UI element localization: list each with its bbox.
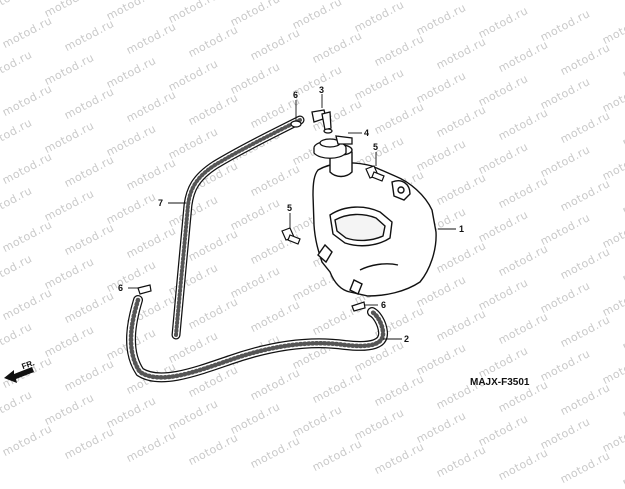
arrow-left-icon xyxy=(4,367,34,383)
clip-left-drawing xyxy=(137,284,152,295)
diagram-artwork: 1 2 3 4 5 5 6 6 6 7 xyxy=(118,85,464,383)
callout-5-upper: 5 xyxy=(373,142,378,152)
front-direction-marker: FR. xyxy=(4,358,36,383)
clip-top-drawing xyxy=(290,120,302,128)
callout-7: 7 xyxy=(158,198,163,208)
reserve-tank-drawing xyxy=(312,144,437,297)
hose-fitting-drawing xyxy=(311,109,333,134)
callout-5-lower: 5 xyxy=(287,203,292,213)
siphon-hose-drawing xyxy=(171,115,305,340)
front-direction-label: FR. xyxy=(21,358,36,371)
drain-hose-drawing xyxy=(126,295,388,383)
callout-6-top: 6 xyxy=(293,90,298,100)
tank-cap-drawing xyxy=(313,135,353,159)
bolt-lower-drawing xyxy=(281,227,301,245)
diagram-code: MAJX-F3501 xyxy=(470,377,530,388)
callout-1: 1 xyxy=(459,224,464,234)
callout-labels: 1 2 3 4 5 5 6 6 6 7 xyxy=(118,85,464,344)
clip-right-drawing xyxy=(351,301,366,312)
leader-lines xyxy=(128,94,456,340)
callout-3: 3 xyxy=(319,85,324,95)
callout-6-left: 6 xyxy=(118,283,123,293)
callout-2: 2 xyxy=(404,334,409,344)
bolt-upper-drawing xyxy=(365,165,385,182)
callout-4: 4 xyxy=(364,128,369,138)
callout-6-right: 6 xyxy=(381,300,386,310)
